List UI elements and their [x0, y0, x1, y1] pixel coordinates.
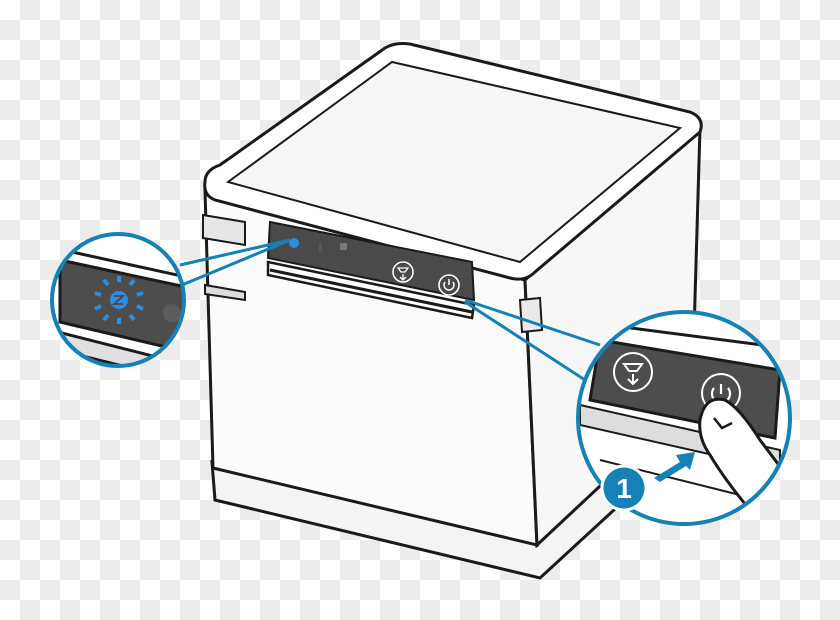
paper-feed-icon: [396, 267, 410, 281]
power-icon: [443, 279, 455, 291]
callout-leaders: [179, 238, 601, 382]
step-number: 1: [616, 473, 632, 504]
network-icon: [340, 243, 347, 250]
callout-power-button: 1: [576, 310, 792, 526]
paper-feed-button[interactable]: [392, 261, 414, 283]
bluetooth-icon: ᛒ: [318, 243, 324, 254]
callout-status-led: [50, 232, 186, 368]
paper-slot: [266, 260, 476, 320]
blinking-network-led-icon: [94, 276, 144, 324]
network-status-led-icon: [289, 238, 299, 248]
bluetooth-icon: [163, 304, 181, 322]
power-button[interactable]: [438, 274, 460, 296]
printer-top-lid: [203, 42, 703, 281]
arrow-icon: [654, 452, 695, 482]
step-badge: 1: [600, 464, 648, 512]
paper-feed-icon: [613, 352, 653, 392]
